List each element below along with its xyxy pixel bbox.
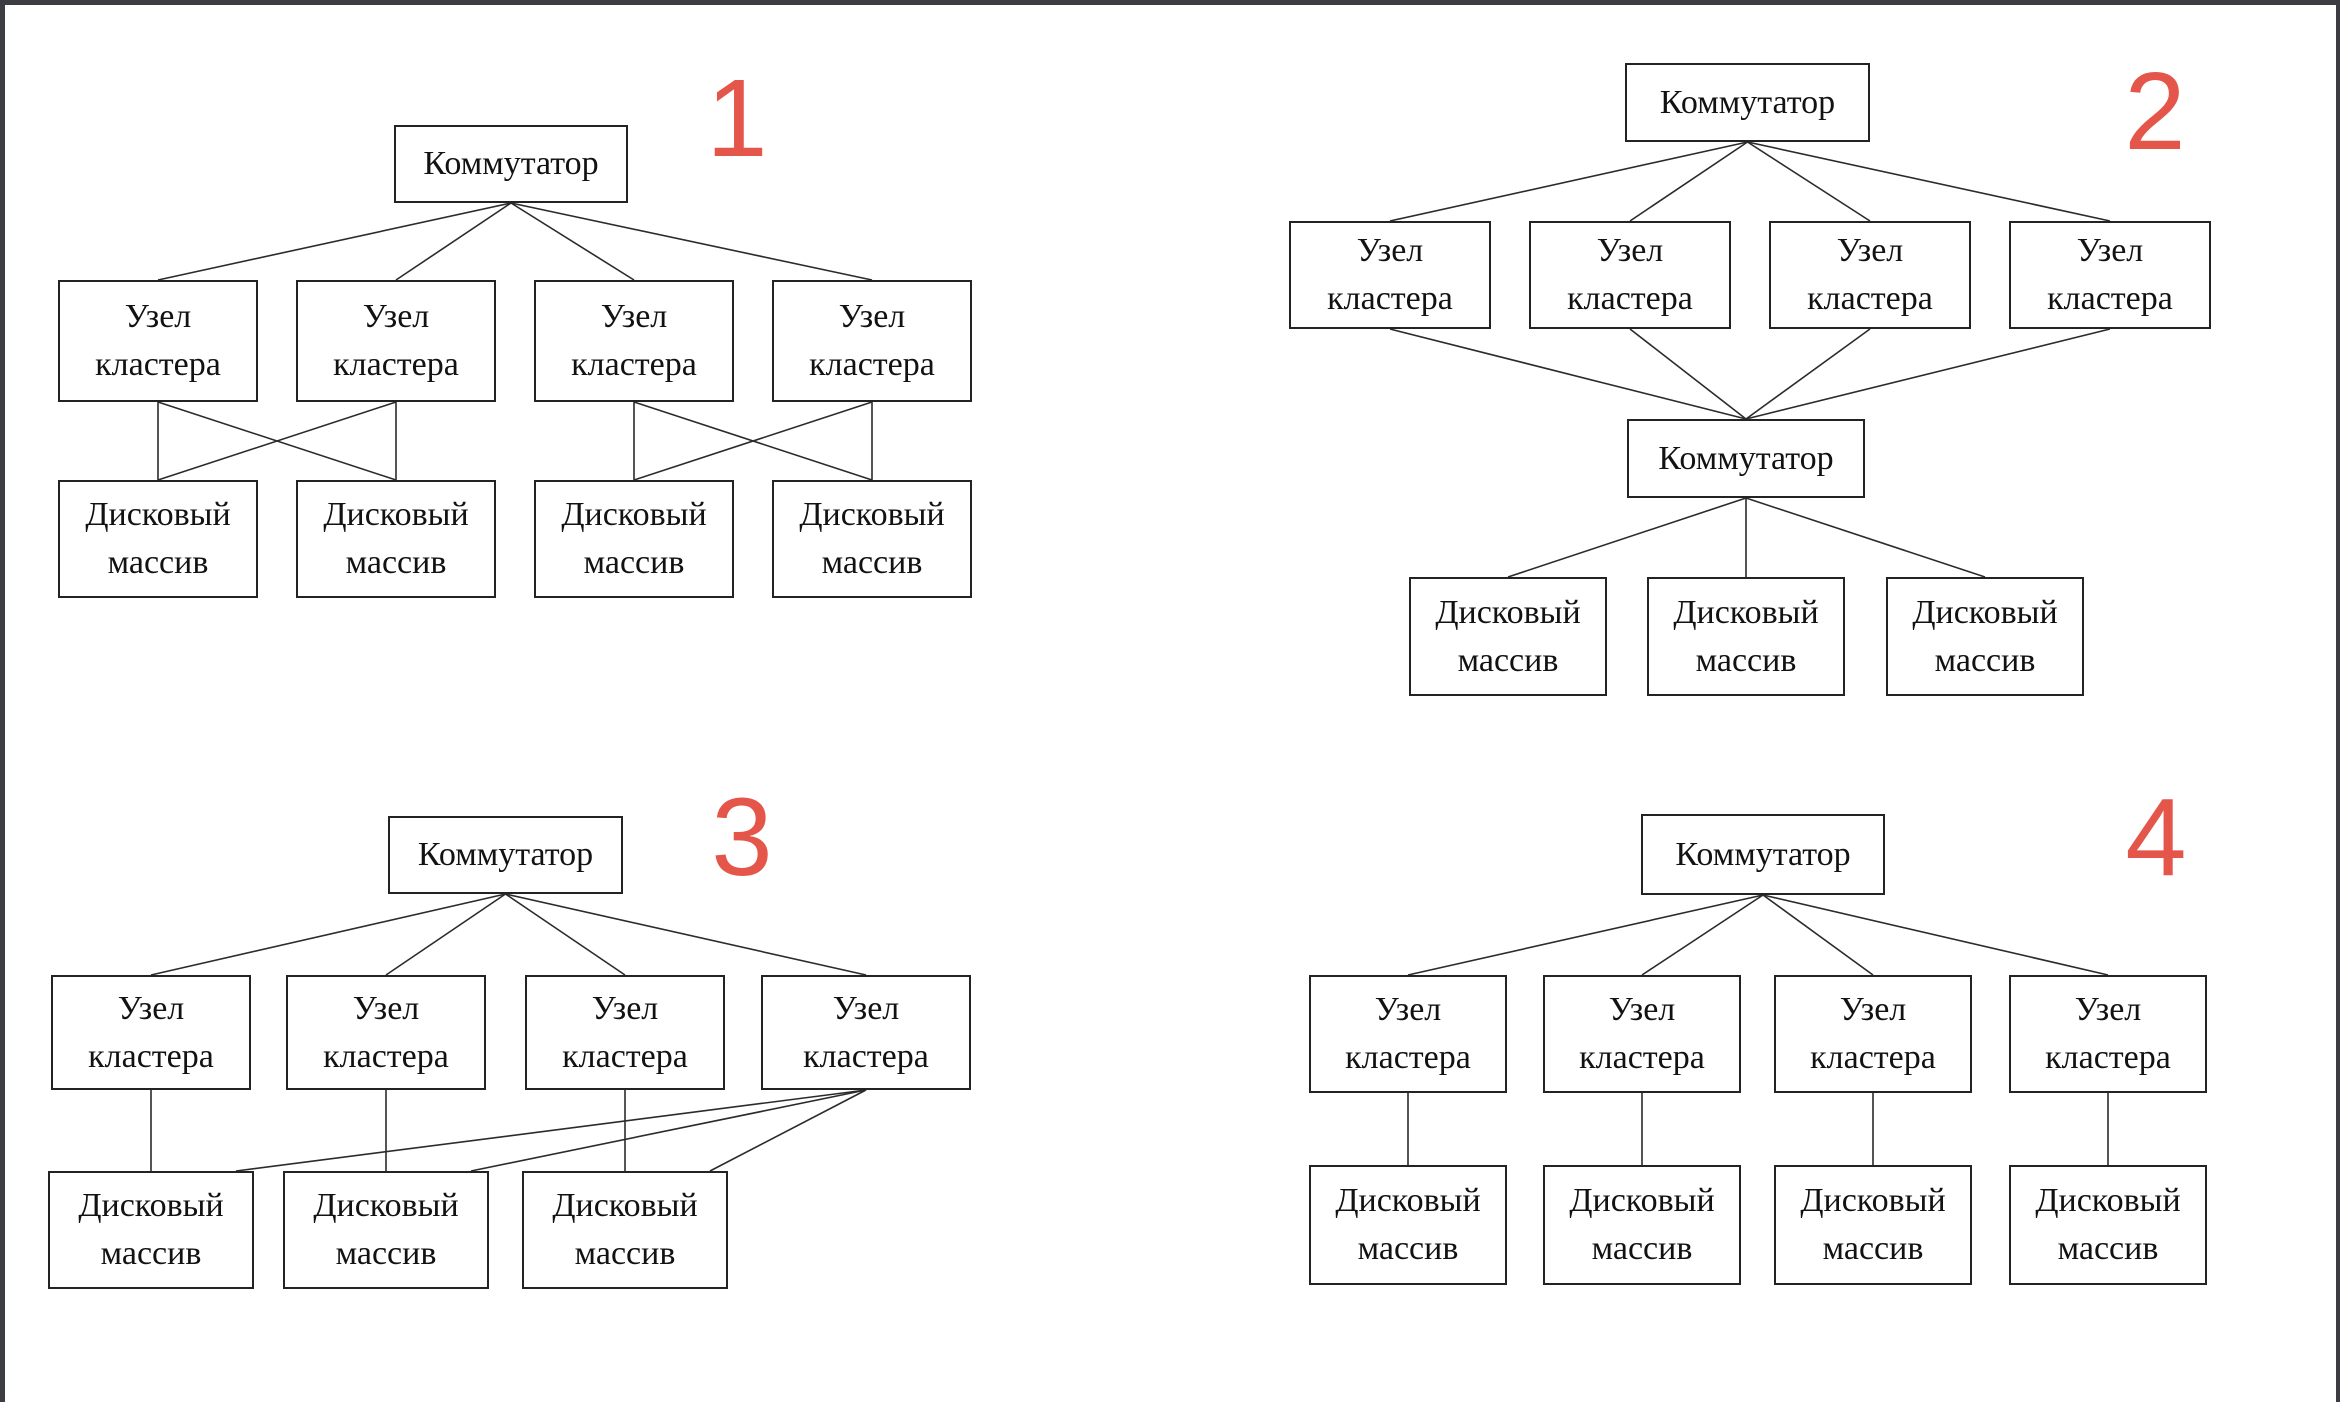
connection-line [1629,141,1748,222]
diagram-number-label: 4 [2125,776,2187,899]
cluster-node-box: Узел кластера [58,280,258,402]
connection-line [235,1089,867,1172]
connection-line [157,401,397,481]
connection-line [150,893,506,976]
connection-line [1745,328,2111,420]
connection-line [470,1089,867,1172]
disk-array-box: Дисковый массив [1774,1165,1972,1285]
connection-line [633,401,873,481]
disk-array-box: Дисковый массив [1647,577,1845,696]
disk-array-box: Дисковый массив [296,480,496,598]
disk-array-box: Дисковый массив [283,1171,489,1289]
disk-array-box: Дисковый массив [1543,1165,1741,1285]
switch-box: Коммутатор [1627,419,1865,498]
disk-array-box: Дисковый массив [1309,1165,1507,1285]
disk-array-box: Дисковый массив [1886,577,2084,696]
cluster-node-box: Узел кластера [51,975,251,1090]
disk-array-box: Дисковый массив [2009,1165,2207,1285]
connection-line [1745,328,1871,420]
disk-array-box: Дисковый массив [1409,577,1607,696]
connection-line [1389,328,1747,420]
disk-array-box: Дисковый массив [534,480,734,598]
diagram-number-label: 2 [2124,50,2186,173]
diagram-number-label: 1 [706,57,768,180]
connection-line [1747,141,1871,222]
switch-box: Коммутатор [388,816,623,894]
cluster-node-box: Узел кластера [772,280,972,402]
cluster-node-box: Узел кластера [1529,221,1731,329]
switch-box: Коммутатор [1641,814,1885,895]
cluster-node-box: Узел кластера [2009,221,2211,329]
connection-line [1641,894,1764,976]
disk-array-box: Дисковый массив [772,480,972,598]
cluster-node-box: Узел кластера [534,280,734,402]
connection-line [1389,141,1748,222]
cluster-node-box: Узел кластера [1774,975,1972,1093]
connection-line [1629,328,1747,420]
cluster-node-box: Узел кластера [1769,221,1971,329]
cluster-node-box: Узел кластера [525,975,725,1090]
connection-line [1747,141,2111,222]
switch-box: Коммутатор [394,125,628,203]
switch-box: Коммутатор [1625,63,1870,142]
cluster-node-box: Узел кластера [2009,975,2207,1093]
connection-line [510,202,873,281]
cluster-node-box: Узел кластера [1289,221,1491,329]
connection-line [709,1089,867,1172]
cluster-node-box: Узел кластера [761,975,971,1090]
connection-line [1745,497,1986,578]
connection-line [1762,894,2109,976]
cluster-node-box: Узел кластера [286,975,486,1090]
connection-line [1762,894,1874,976]
disk-array-box: Дисковый массив [522,1171,728,1289]
connection-line [395,202,512,281]
connection-line [505,893,626,976]
disk-array-box: Дисковый массив [58,480,258,598]
connection-line [505,893,867,976]
connection-line [1407,894,1764,976]
connection-line [510,202,635,281]
connection-line [385,893,506,976]
connection-line [157,202,512,281]
connections-layer [150,141,2111,1172]
disk-array-box: Дисковый массив [48,1171,254,1289]
cluster-node-box: Узел кластера [1309,975,1507,1093]
connection-line [1507,497,1747,578]
diagram-number-label: 3 [711,776,773,899]
cluster-node-box: Узел кластера [1543,975,1741,1093]
cluster-node-box: Узел кластера [296,280,496,402]
